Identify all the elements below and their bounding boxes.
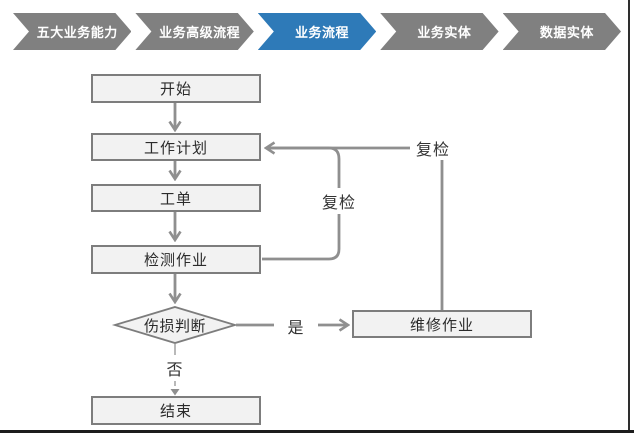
arrowhead-no-to-end	[170, 389, 180, 396]
node-end: 结束	[91, 396, 261, 425]
node-work-order: 工单	[91, 184, 261, 212]
edge-label-no: 否	[158, 355, 192, 381]
node-damage-decision-label: 伤损判断	[143, 317, 206, 335]
node-start: 开始	[91, 74, 261, 103]
nav-step-high-level-process[interactable]: 业务高级流程	[135, 13, 253, 50]
edge-label-recheck-inner: 复检	[318, 188, 360, 214]
process-nav: 五大业务能力 业务高级流程 业务流程 业务实体 数据实体	[13, 13, 621, 50]
nav-step-business-process[interactable]: 业务流程	[258, 13, 376, 50]
nav-step-business-entity[interactable]: 业务实体	[380, 13, 498, 50]
page-bottom-edge	[0, 430, 634, 433]
nav-step-five-capabilities[interactable]: 五大业务能力	[13, 13, 131, 50]
page-right-edge	[628, 0, 630, 433]
decision-diamond-shape	[111, 306, 239, 344]
connector-recheck-repair-to-plan	[266, 146, 444, 310]
edge-label-yes: 是	[274, 315, 318, 337]
edge-label-recheck-outer: 复检	[410, 136, 456, 160]
node-inspection-job: 检测作业	[91, 245, 261, 274]
node-work-plan: 工作计划	[91, 133, 261, 161]
nav-step-data-entity[interactable]: 数据实体	[503, 13, 621, 50]
node-repair-job: 维修作业	[352, 310, 532, 338]
